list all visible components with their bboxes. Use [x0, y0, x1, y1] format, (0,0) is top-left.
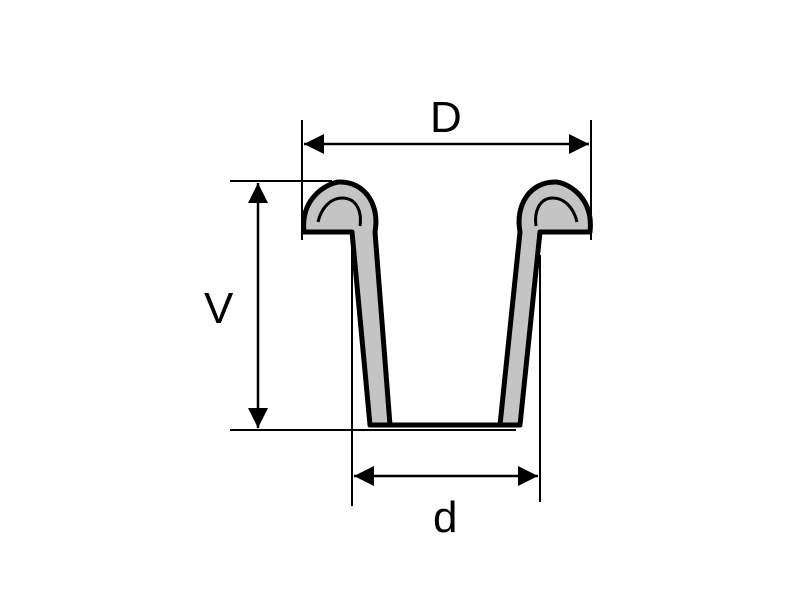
eyelet-profile: [301, 179, 593, 428]
label-height: V: [204, 284, 234, 333]
eyelet-left-lip-inner: [316, 196, 362, 227]
dimension-lines: [248, 134, 589, 486]
label-inner-diameter: d: [433, 493, 458, 542]
eyelet-right-lip-inner: [534, 196, 579, 227]
extension-lines: [230, 120, 592, 506]
label-outer-diameter: D: [430, 93, 462, 142]
eyelet-left-side: [301, 179, 393, 428]
